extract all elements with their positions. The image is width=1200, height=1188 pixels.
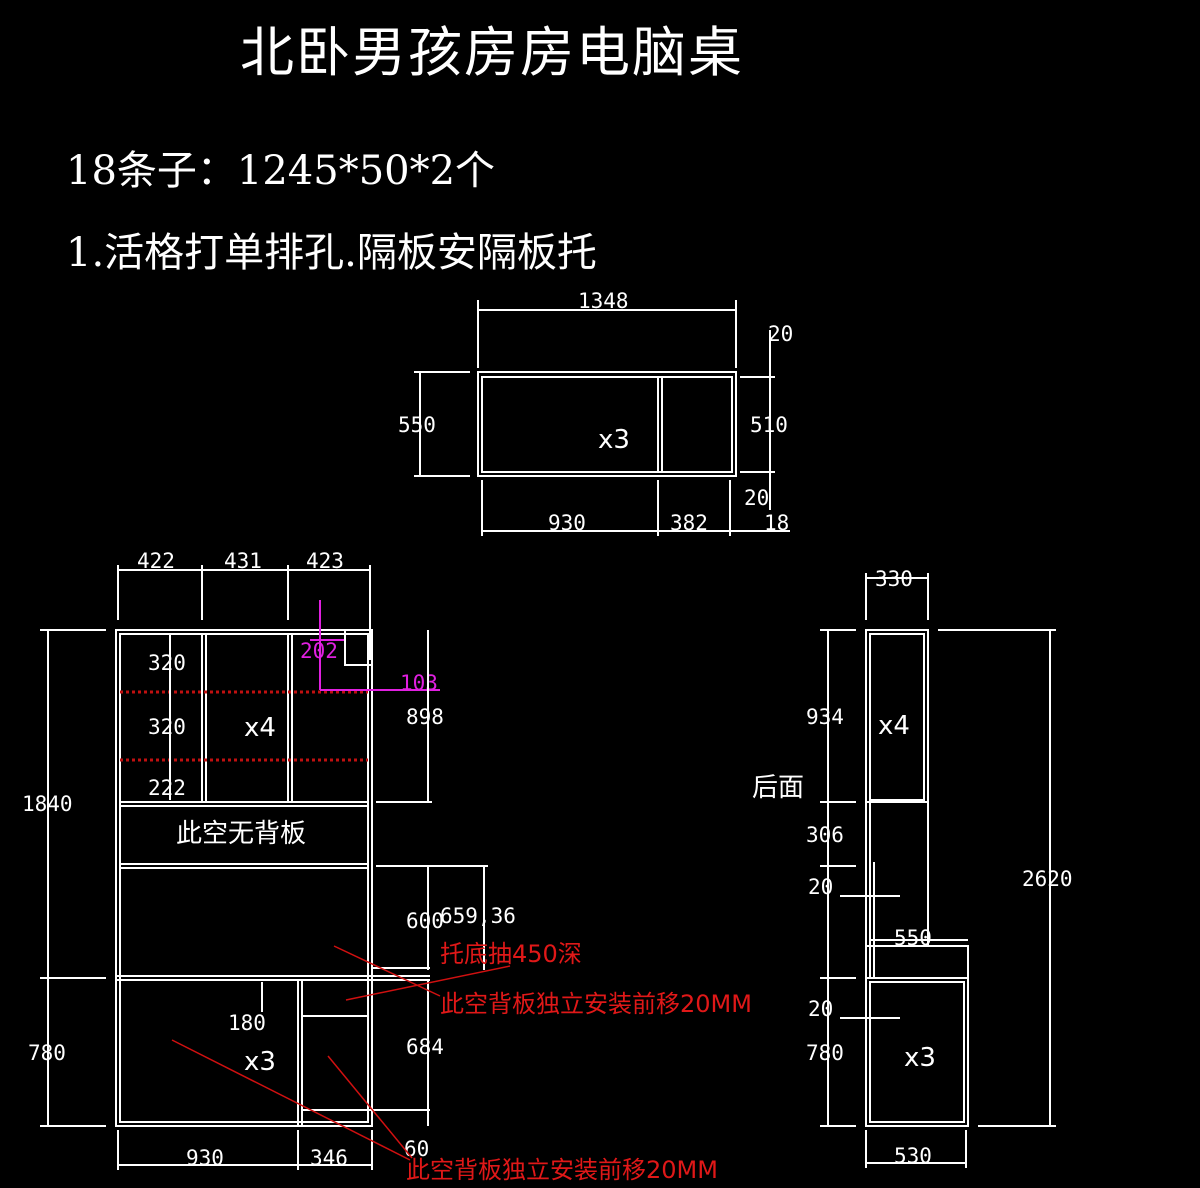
dim-side-top-depth: 330: [875, 567, 913, 591]
dim-top-depth: 550: [398, 413, 436, 437]
dim-shelf-2: 320: [148, 715, 186, 739]
upper-qty: x4: [244, 713, 276, 743]
dim-side-lower: 780: [806, 1041, 844, 1065]
back-panel-note-2: 此空背板独立安装前移20MM: [406, 1156, 718, 1184]
lower-qty: x3: [244, 1047, 276, 1077]
dim-top-gap: 20: [768, 322, 793, 346]
top-view: 1348 550 510 20 20 930 382 18 x3: [398, 289, 793, 536]
dim-side-total: 2620: [1022, 867, 1073, 891]
back-label: 后面: [752, 773, 804, 803]
dim-col-3: 423: [306, 549, 344, 573]
side-upper-qty: x4: [878, 711, 910, 741]
dim-top-right: 382: [670, 511, 708, 535]
dim-upper-height: 898: [406, 705, 444, 729]
dim-top-edge: 18: [764, 511, 789, 535]
dim-lower-right: 684: [406, 1035, 444, 1059]
dim-bottom-right: 346: [310, 1146, 348, 1170]
note-strips: 18条子：1245*50*2个: [66, 148, 496, 194]
dim-top-width: 1348: [578, 289, 629, 313]
dim-side-gap-2: 20: [808, 997, 833, 1021]
back-panel-note-1: 此空背板独立安装前移20MM: [440, 990, 752, 1018]
dim-top-inner-depth: 510: [750, 413, 788, 437]
side-view: 330 934 306 20 20 780 550 后面 x4 x3 2620 …: [752, 567, 1073, 1168]
drawer-note: 托底抽450深: [440, 940, 582, 968]
dim-notch-width: 103: [400, 671, 438, 695]
dim-col-1: 422: [137, 549, 175, 573]
no-back-note: 此空无背板: [176, 819, 306, 849]
dim-side-upper: 934: [806, 705, 844, 729]
dim-side-mid: 306: [806, 823, 844, 847]
front-view: 422 431 423 320 320 222 x4 此空无背板 202 103…: [22, 549, 752, 1184]
dim-side-desk-depth: 550: [894, 926, 932, 950]
top-qty: x3: [598, 425, 630, 455]
dim-bottom-gap: 60: [404, 1137, 429, 1161]
dim-side-gap-1: 20: [808, 875, 833, 899]
dim-shelf-3: 222: [148, 776, 186, 800]
dim-col-2: 431: [224, 549, 262, 573]
dim-desk-gap: 600: [406, 909, 444, 933]
dim-total-upper: 1840: [22, 792, 73, 816]
side-lower-qty: x3: [904, 1043, 936, 1073]
dim-shelf-1: 320: [148, 651, 186, 675]
dim-top-left: 930: [548, 511, 586, 535]
dim-lower-shelf: 180: [228, 1011, 266, 1035]
dim-bottom-gap: 20: [744, 486, 769, 510]
dim-side-bottom-depth: 530: [894, 1144, 932, 1168]
dim-lower-height: 780: [28, 1041, 66, 1065]
note-shelf-holes: 1.活格打单排孔.隔板安隔板托: [66, 230, 597, 276]
dim-notch-height: 202: [300, 639, 338, 663]
dim-desk-gap-2: 659,36: [440, 904, 516, 928]
drawing-title: 北卧男孩房房电脑桌: [240, 21, 744, 84]
dim-bottom-left: 930: [186, 1146, 224, 1170]
